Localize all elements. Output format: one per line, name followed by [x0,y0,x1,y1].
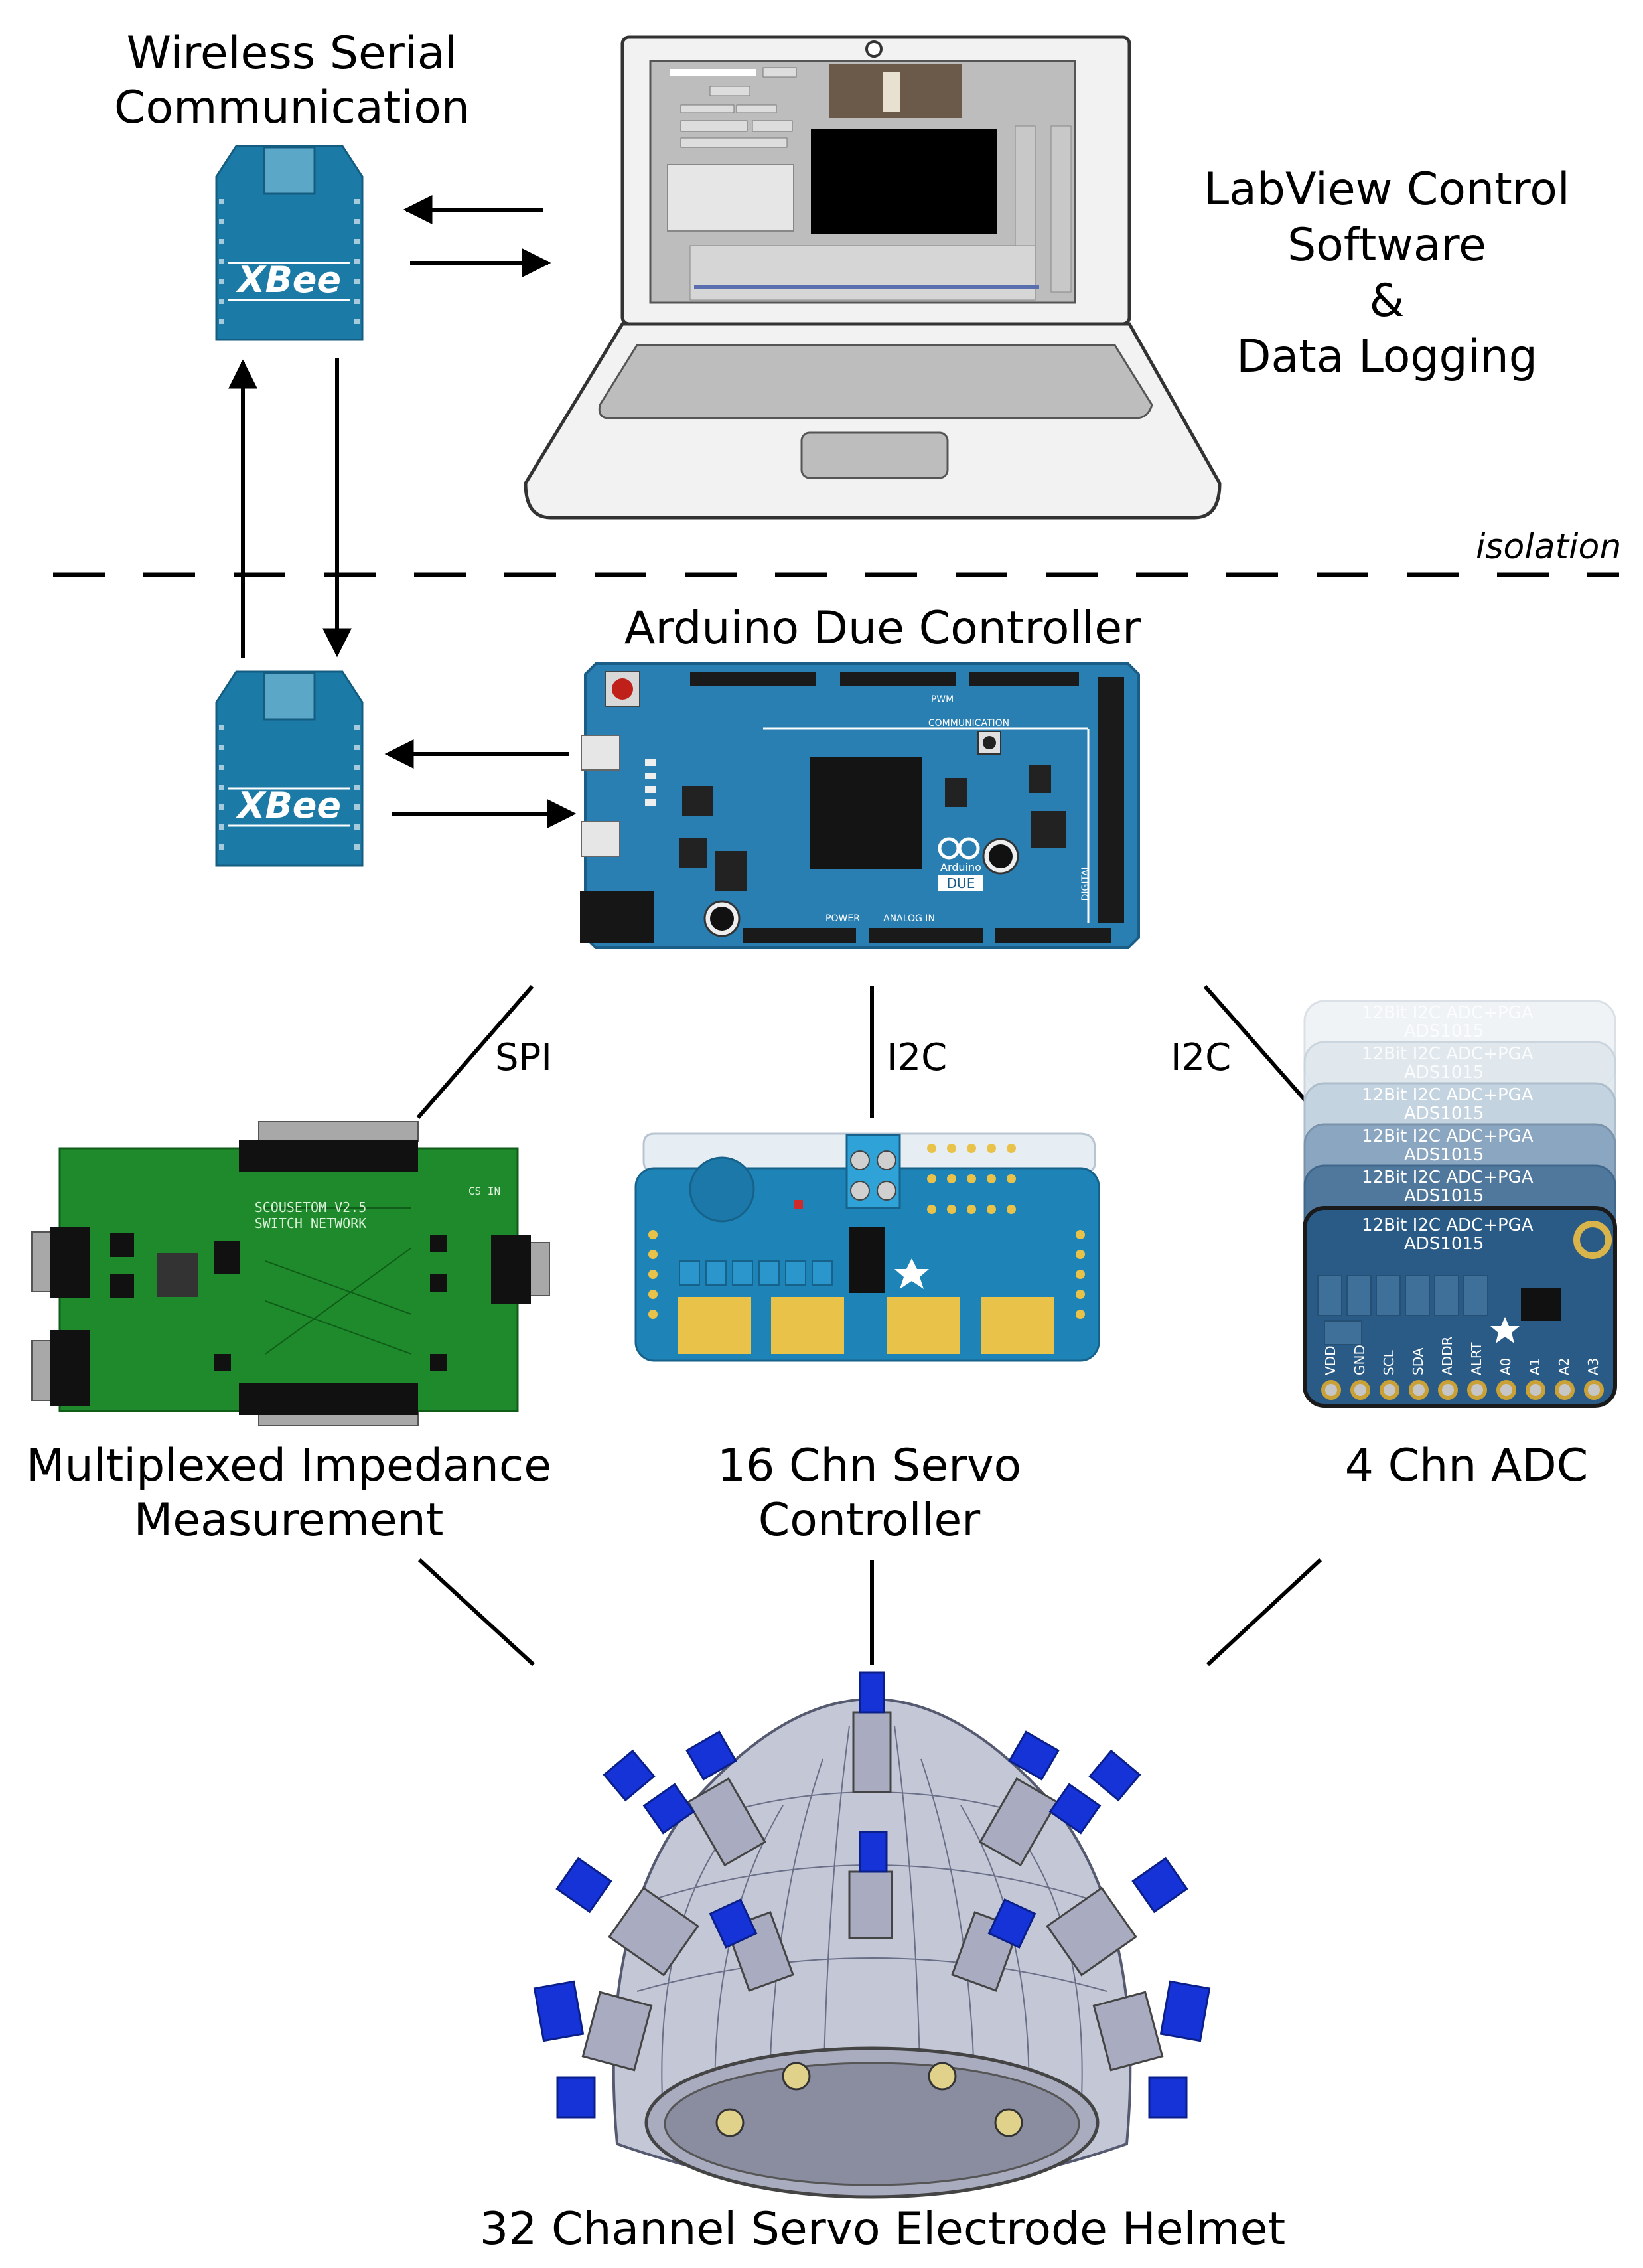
mux-silk-sub: SWITCH NETWORK [255,1215,367,1231]
label-spi: SPI [495,1036,552,1079]
mux-silk-cs: CS IN [468,1185,500,1197]
label-labview: LabView Control Software & Data Logging [1204,163,1570,383]
adc-chip-6: ADS1015 [1404,1234,1484,1254]
adc-pin-label: VDD [1322,1346,1338,1375]
servo-controller-board [634,1132,1100,1362]
xbee-module-top [215,145,364,341]
connection-lines [416,985,1322,1667]
arduino-brand-text: Arduino [940,861,981,873]
adc-board-stack [1303,1000,1617,1408]
adc-title-1: 12Bit I2C ADC+PGA [1362,1003,1534,1023]
arduino-analog-text: ANALOG IN [883,913,935,924]
adc-pin-label: SDA [1410,1347,1426,1375]
adc-pin-label: SCL [1381,1349,1397,1375]
adc-title-3: 12Bit I2C ADC+PGA [1362,1085,1534,1105]
mux-silk-title: SCOUSETOM V2.5 [255,1199,367,1215]
arduino-model-text: DUE [947,875,975,891]
xbee-logo-top: XBee [236,259,341,301]
adc-chip-5: ADS1015 [1404,1186,1484,1206]
adc-pin-label: A0 [1498,1358,1514,1375]
line-spi [416,985,534,1119]
arduino-pwm-text: PWM [931,694,954,705]
mux-impedance-board [31,1121,550,1426]
label-servo-controller: 16 Chn Servo Controller [717,1440,1022,1547]
adc-title-6: 12Bit I2C ADC+PGA [1362,1215,1534,1235]
label-helmet: 32 Channel Servo Electrode Helmet [479,2203,1286,2255]
adc-chip-4: ADS1015 [1404,1145,1484,1165]
adc-title-4: 12Bit I2C ADC+PGA [1362,1126,1534,1146]
arduino-comm-text: COMMUNICATION [928,718,1009,729]
adc-chip-3: ADS1015 [1404,1104,1484,1124]
label-i2c-servo: I2C [887,1036,948,1079]
xbee-logo-bottom: XBee [236,785,341,826]
line-mux-helmet [417,1558,536,1667]
laptop-illustration [524,35,1222,520]
label-arduino-due: Arduino Due Controller [624,602,1141,654]
adc-pin-labels: VDD GND SCL SDA ADDR ALRT A0 A1 A2 A3 [1322,1337,1601,1375]
xbee-module-bottom [215,670,364,867]
label-adc: 4 Chn ADC [1344,1440,1589,1492]
arrows [228,195,577,828]
adc-title-5: 12Bit I2C ADC+PGA [1362,1168,1534,1187]
adc-pin-label: A3 [1585,1358,1601,1375]
label-i2c-adc: I2C [1171,1036,1232,1079]
line-adc-helmet [1206,1558,1322,1667]
adc-title-2: 12Bit I2C ADC+PGA [1362,1044,1534,1064]
line-i2c-adc [1203,985,1322,1119]
label-isolation: isolation [1476,527,1622,567]
label-wireless-serial: Wireless Serial Communication [114,27,470,134]
arduino-due-board [580,662,1140,949]
servo-electrode-helmet [533,1671,1211,2199]
adc-chip-1: ADS1015 [1404,1021,1484,1041]
adc-pin-label: GND [1352,1345,1368,1375]
adc-pin-label: ALRT [1468,1342,1484,1375]
label-mux-impedance: Multiplexed Impedance Measurement [25,1440,552,1547]
adc-chip-2: ADS1015 [1404,1063,1484,1083]
arduino-digital-text: DIGITAL [1080,864,1091,901]
adc-pin-label: ADDR [1439,1337,1455,1375]
arduino-power-text: POWER [825,913,860,924]
adc-pin-label: A1 [1527,1358,1543,1375]
adc-pin-label: A2 [1556,1358,1572,1375]
